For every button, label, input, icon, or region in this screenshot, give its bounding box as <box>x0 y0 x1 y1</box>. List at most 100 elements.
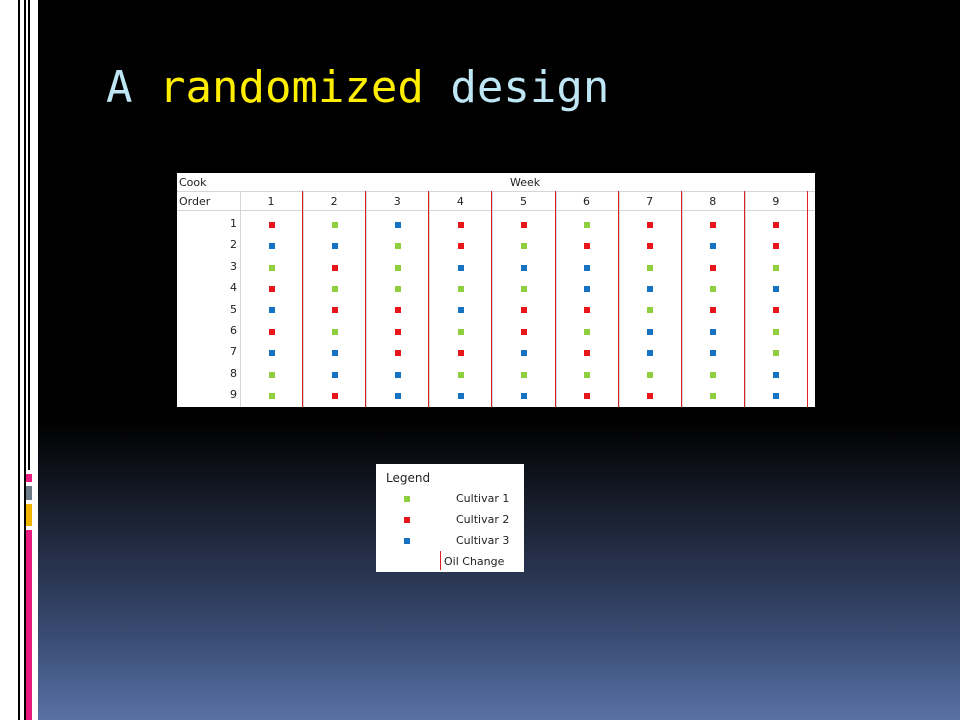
column-divider <box>681 191 683 407</box>
oil-change-line <box>491 191 492 407</box>
cultivar-3-marker <box>773 371 780 378</box>
decor-block-pink <box>26 474 32 482</box>
week-label: 1 <box>267 195 275 208</box>
column-divider <box>240 191 241 407</box>
cultivar-1-marker <box>331 221 338 228</box>
legend-label-oil-change: Oil Change <box>444 555 505 568</box>
legend-label-cultivar-2: Cultivar 2 <box>456 513 510 526</box>
column-divider <box>303 191 305 407</box>
order-label: 2 <box>230 238 237 252</box>
cultivar-3-marker <box>268 350 275 357</box>
cultivar-3-marker <box>773 392 780 399</box>
cultivar-3-marker <box>647 328 654 335</box>
cultivar-3-marker <box>457 392 464 399</box>
column-divider <box>429 191 431 407</box>
oil-change-line <box>428 191 429 407</box>
header-divider <box>177 210 815 211</box>
legend-swatch-cultivar-2 <box>404 517 410 523</box>
column-divider <box>366 191 368 407</box>
column-divider <box>618 191 620 407</box>
column-divider <box>744 191 746 407</box>
cultivar-3-marker <box>710 243 717 250</box>
order-label: 3 <box>230 259 237 273</box>
cultivar-3-marker <box>520 264 527 271</box>
cultivar-1-marker <box>520 243 527 250</box>
cultivar-2-marker <box>394 350 401 357</box>
cultivar-3-marker <box>268 243 275 250</box>
cultivar-1-marker <box>773 350 780 357</box>
cultivar-1-marker <box>268 371 275 378</box>
cultivar-2-marker <box>584 243 591 250</box>
cultivar-1-marker <box>457 328 464 335</box>
cultivar-1-marker <box>647 307 654 314</box>
cultivar-2-marker <box>647 243 654 250</box>
cultivar-2-marker <box>520 328 527 335</box>
title-word-2: randomized <box>159 62 424 113</box>
cultivar-3-marker <box>520 392 527 399</box>
cultivar-1-marker <box>457 285 464 292</box>
cultivar-1-marker <box>520 285 527 292</box>
column-divider <box>492 191 494 407</box>
cultivar-3-marker <box>457 264 464 271</box>
header-cook: Cook <box>179 176 207 189</box>
week-label: 4 <box>456 195 464 208</box>
decor-block-pink-long <box>26 530 32 720</box>
oil-change-line <box>365 191 366 407</box>
cultivar-3-marker <box>647 285 654 292</box>
week-label: 8 <box>709 195 717 208</box>
cultivar-1-marker <box>394 264 401 271</box>
decor-block-gold <box>26 504 32 526</box>
cultivar-1-marker <box>331 285 338 292</box>
header-order: Order <box>179 195 211 208</box>
order-label: 9 <box>230 388 237 402</box>
cultivar-2-marker <box>584 307 591 314</box>
oil-change-line <box>744 191 745 407</box>
title-word-1: A <box>106 62 133 113</box>
cultivar-2-marker <box>457 243 464 250</box>
oil-change-line <box>302 191 303 407</box>
cultivar-2-marker <box>394 328 401 335</box>
title-word-3: design <box>450 62 610 113</box>
cultivar-3-marker <box>647 350 654 357</box>
cultivar-1-marker <box>584 328 591 335</box>
week-label: 2 <box>330 195 338 208</box>
oil-change-line <box>681 191 682 407</box>
cultivar-3-marker <box>268 307 275 314</box>
cultivar-2-marker <box>331 264 338 271</box>
cultivar-1-marker <box>268 392 275 399</box>
cultivar-2-marker <box>457 350 464 357</box>
header-divider <box>177 191 815 192</box>
order-label: 7 <box>230 345 237 359</box>
decor-line <box>28 0 30 470</box>
cultivar-2-marker <box>457 221 464 228</box>
cultivar-3-marker <box>331 371 338 378</box>
decor-block-gray <box>26 486 32 500</box>
cultivar-2-marker <box>331 307 338 314</box>
cultivar-2-marker <box>268 285 275 292</box>
cultivar-1-marker <box>710 392 717 399</box>
week-label: 3 <box>393 195 401 208</box>
order-label: 1 <box>230 217 237 230</box>
cultivar-1-marker <box>584 221 591 228</box>
cultivar-2-marker <box>710 307 717 314</box>
cultivar-1-marker <box>710 285 717 292</box>
order-label: 8 <box>230 366 237 380</box>
week-label: 6 <box>583 195 591 208</box>
cultivar-1-marker <box>457 371 464 378</box>
cultivar-3-marker <box>773 285 780 292</box>
cultivar-2-marker <box>584 392 591 399</box>
cultivar-2-marker <box>584 350 591 357</box>
cultivar-1-marker <box>268 264 275 271</box>
cultivar-3-marker <box>394 371 401 378</box>
order-label: 4 <box>230 281 237 295</box>
legend: Legend Cultivar 1 Cultivar 2 Cultivar 3 … <box>376 464 524 572</box>
cultivar-2-marker <box>268 221 275 228</box>
cultivar-2-marker <box>520 307 527 314</box>
cultivar-1-marker <box>710 371 717 378</box>
cultivar-2-marker <box>647 221 654 228</box>
cultivar-1-marker <box>331 328 338 335</box>
slide-title: A randomized design <box>106 62 609 113</box>
cultivar-1-marker <box>394 243 401 250</box>
cultivar-1-marker <box>647 264 654 271</box>
